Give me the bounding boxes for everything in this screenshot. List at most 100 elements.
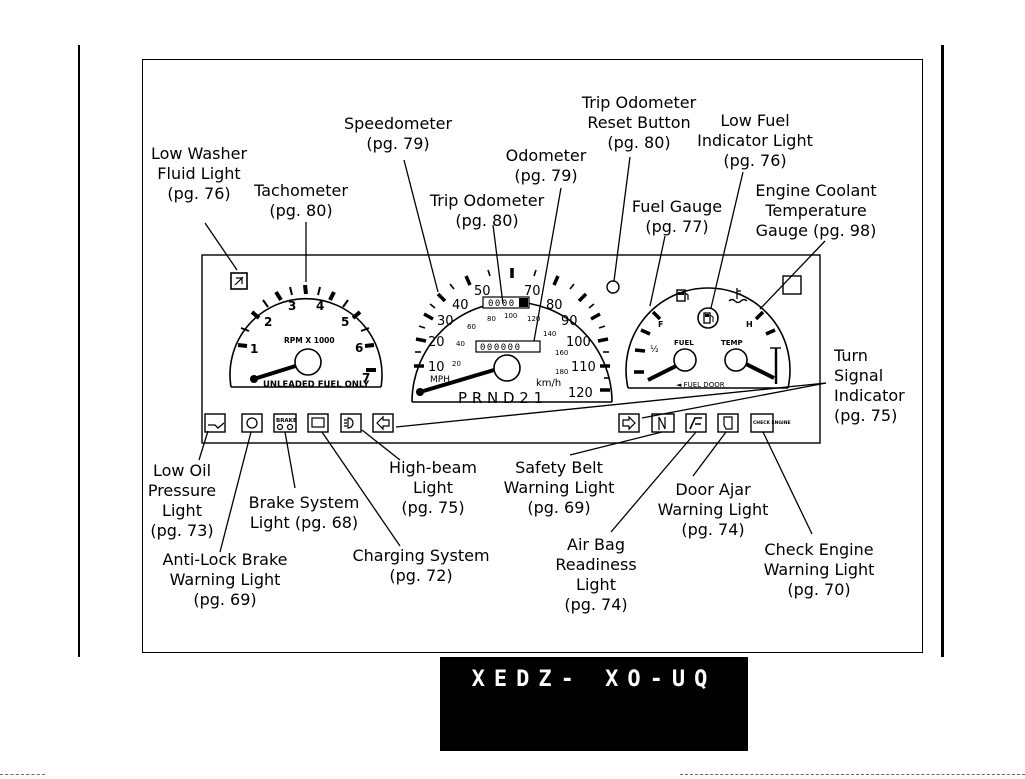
anti-lock-light (241, 413, 263, 433)
left-turn-light (372, 413, 394, 433)
odometer-display (475, 340, 541, 353)
temp-needle-pivot (724, 348, 748, 372)
mph-120: 120 (568, 386, 593, 401)
tach-ticks (237, 284, 376, 372)
label-fuel-gauge: Fuel Gauge (pg. 77) (631, 197, 723, 236)
fuel-label: FUEL (674, 339, 694, 347)
fuel-door-label: ◄ FUEL DOOR (676, 381, 725, 389)
tach-number-4: 4 (316, 299, 324, 313)
mph-110: 110 (571, 360, 596, 375)
kmh-20: 20 (452, 360, 461, 368)
trip-odometer-digits: 0000 (488, 299, 516, 309)
brake-light-text: BRAKE (276, 418, 297, 424)
washer-fluid-icon (230, 272, 248, 290)
speedometer-gauge: 10 20 30 40 50 70 80 90 100 110 120 20 4… (411, 268, 613, 407)
right-arrow-icon (622, 415, 636, 431)
tach-number-1: 1 (250, 342, 258, 356)
low-oil-light (204, 413, 226, 433)
label-odometer: Odometer (pg. 79) (505, 146, 587, 185)
high-beam-light (340, 413, 362, 433)
fuel-half-label: ½ (650, 345, 659, 355)
odometer-digits: 000000 (480, 343, 522, 353)
kmh-120: 120 (527, 315, 540, 323)
label-low-fuel-indicator: Low Fuel Indicator Light (pg. 76) (697, 111, 813, 170)
quick-index-tab[interactable]: XEDZ- XO-UQ (440, 657, 748, 751)
cluster-panel (201, 254, 821, 444)
high-beam-icon (344, 417, 354, 429)
speedometer-needle-pivot (493, 354, 521, 382)
trip-reset-button (606, 280, 620, 294)
right-turn-light (618, 413, 640, 433)
speedometer-needle (419, 368, 495, 394)
tach-unleaded-label: UNLEADED FUEL ONLY (263, 380, 370, 390)
charging-system-light (307, 413, 329, 433)
diagram-frame (142, 59, 923, 653)
mph-20: 20 (428, 335, 445, 350)
gear-indicator: P R N D 2 1 (458, 389, 543, 407)
blank-indicator-square (782, 275, 802, 295)
leader-lines (198, 156, 827, 553)
label-check-engine: Check Engine Warning Light (pg. 70) (763, 540, 875, 599)
tach-number-5: 5 (341, 315, 349, 329)
low-fuel-indicator-light (697, 307, 719, 329)
tach-number-3: 3 (288, 299, 296, 313)
tach-number-6: 6 (355, 341, 363, 355)
tach-rpm-label: RPM X 1000 (284, 336, 335, 345)
label-trip-reset-button: Trip Odometer Reset Button (pg. 80) (581, 93, 697, 152)
fuel-needle (647, 362, 681, 382)
kmh-140: 140 (543, 330, 556, 338)
kmh-80: 80 (487, 315, 496, 323)
temp-needle (741, 360, 775, 380)
oil-can-icon (208, 422, 225, 429)
label-tachometer: Tachometer (pg. 80) (254, 181, 348, 220)
mph-90: 90 (561, 314, 578, 329)
mph-70: 70 (524, 284, 541, 299)
kmh-unit: km/h (536, 378, 561, 389)
mph-30: 30 (437, 314, 454, 329)
tachometer-gauge: 1 2 3 4 5 6 7 RPM X 1000 UNLEADED FUEL O… (229, 284, 383, 390)
label-safety-belt: Safety Belt Warning Light (pg. 69) (503, 458, 615, 517)
safety-belt-light (651, 413, 675, 433)
label-brake-system: Brake System Light (pg. 68) (248, 493, 360, 532)
label-charging-system: Charging System (pg. 72) (352, 546, 490, 585)
left-arrow-icon (376, 415, 390, 431)
fuel-temp-gauge: F ½ H FUEL TEMP ◄ FUEL DOOR (625, 287, 791, 389)
fuel-pump-icon (676, 289, 689, 302)
abs-icon (246, 417, 258, 429)
mph-50: 50 (474, 284, 491, 299)
mph-40: 40 (452, 298, 469, 313)
label-door-ajar: Door Ajar Warning Light (pg. 74) (657, 480, 769, 539)
mph-80: 80 (546, 298, 563, 313)
tach-number-7: 7 (362, 371, 370, 385)
label-turn-signal: Turn Signal Indicator (pg. 75) (834, 346, 905, 425)
label-low-oil-pressure: Low Oil Pressure Light (pg. 73) (147, 461, 217, 540)
kmh-40: 40 (456, 340, 465, 348)
temp-h-label: H (746, 320, 753, 329)
check-engine-light-text: CHECK ENGINE (753, 420, 791, 426)
mph-unit: MPH (430, 375, 450, 385)
warning-lights-row (204, 413, 774, 433)
check-engine-light (750, 413, 774, 433)
low-fuel-pump-icon (703, 312, 714, 324)
temp-label: TEMP (721, 339, 743, 347)
tach-number-2: 2 (264, 315, 272, 329)
kmh-100: 100 (504, 312, 517, 320)
airbag-icon (689, 417, 702, 430)
label-engine-coolant: Engine Coolant Temperature Gauge (pg. 98… (755, 181, 877, 240)
trip-odometer-display (482, 296, 530, 309)
air-bag-light (685, 413, 707, 433)
seatbelt-icon (658, 416, 666, 430)
label-high-beam: High-beam Light (pg. 75) (389, 458, 477, 517)
fuel-f-label: F (658, 320, 663, 329)
kmh-60: 60 (467, 323, 476, 331)
door-ajar-light (717, 413, 739, 433)
label-trip-odometer: Trip Odometer (pg. 80) (429, 191, 545, 230)
door-icon (723, 416, 733, 430)
quick-index-label: XEDZ- XO-UQ (471, 667, 717, 692)
kmh-180: 180 (555, 368, 568, 376)
label-air-bag-readiness: Air Bag Readiness Light (pg. 74) (555, 535, 637, 614)
label-speedometer: Speedometer (pg. 79) (343, 114, 453, 153)
tach-needle-pivot (294, 348, 322, 376)
bottom-dashed-line-right (680, 774, 1025, 776)
